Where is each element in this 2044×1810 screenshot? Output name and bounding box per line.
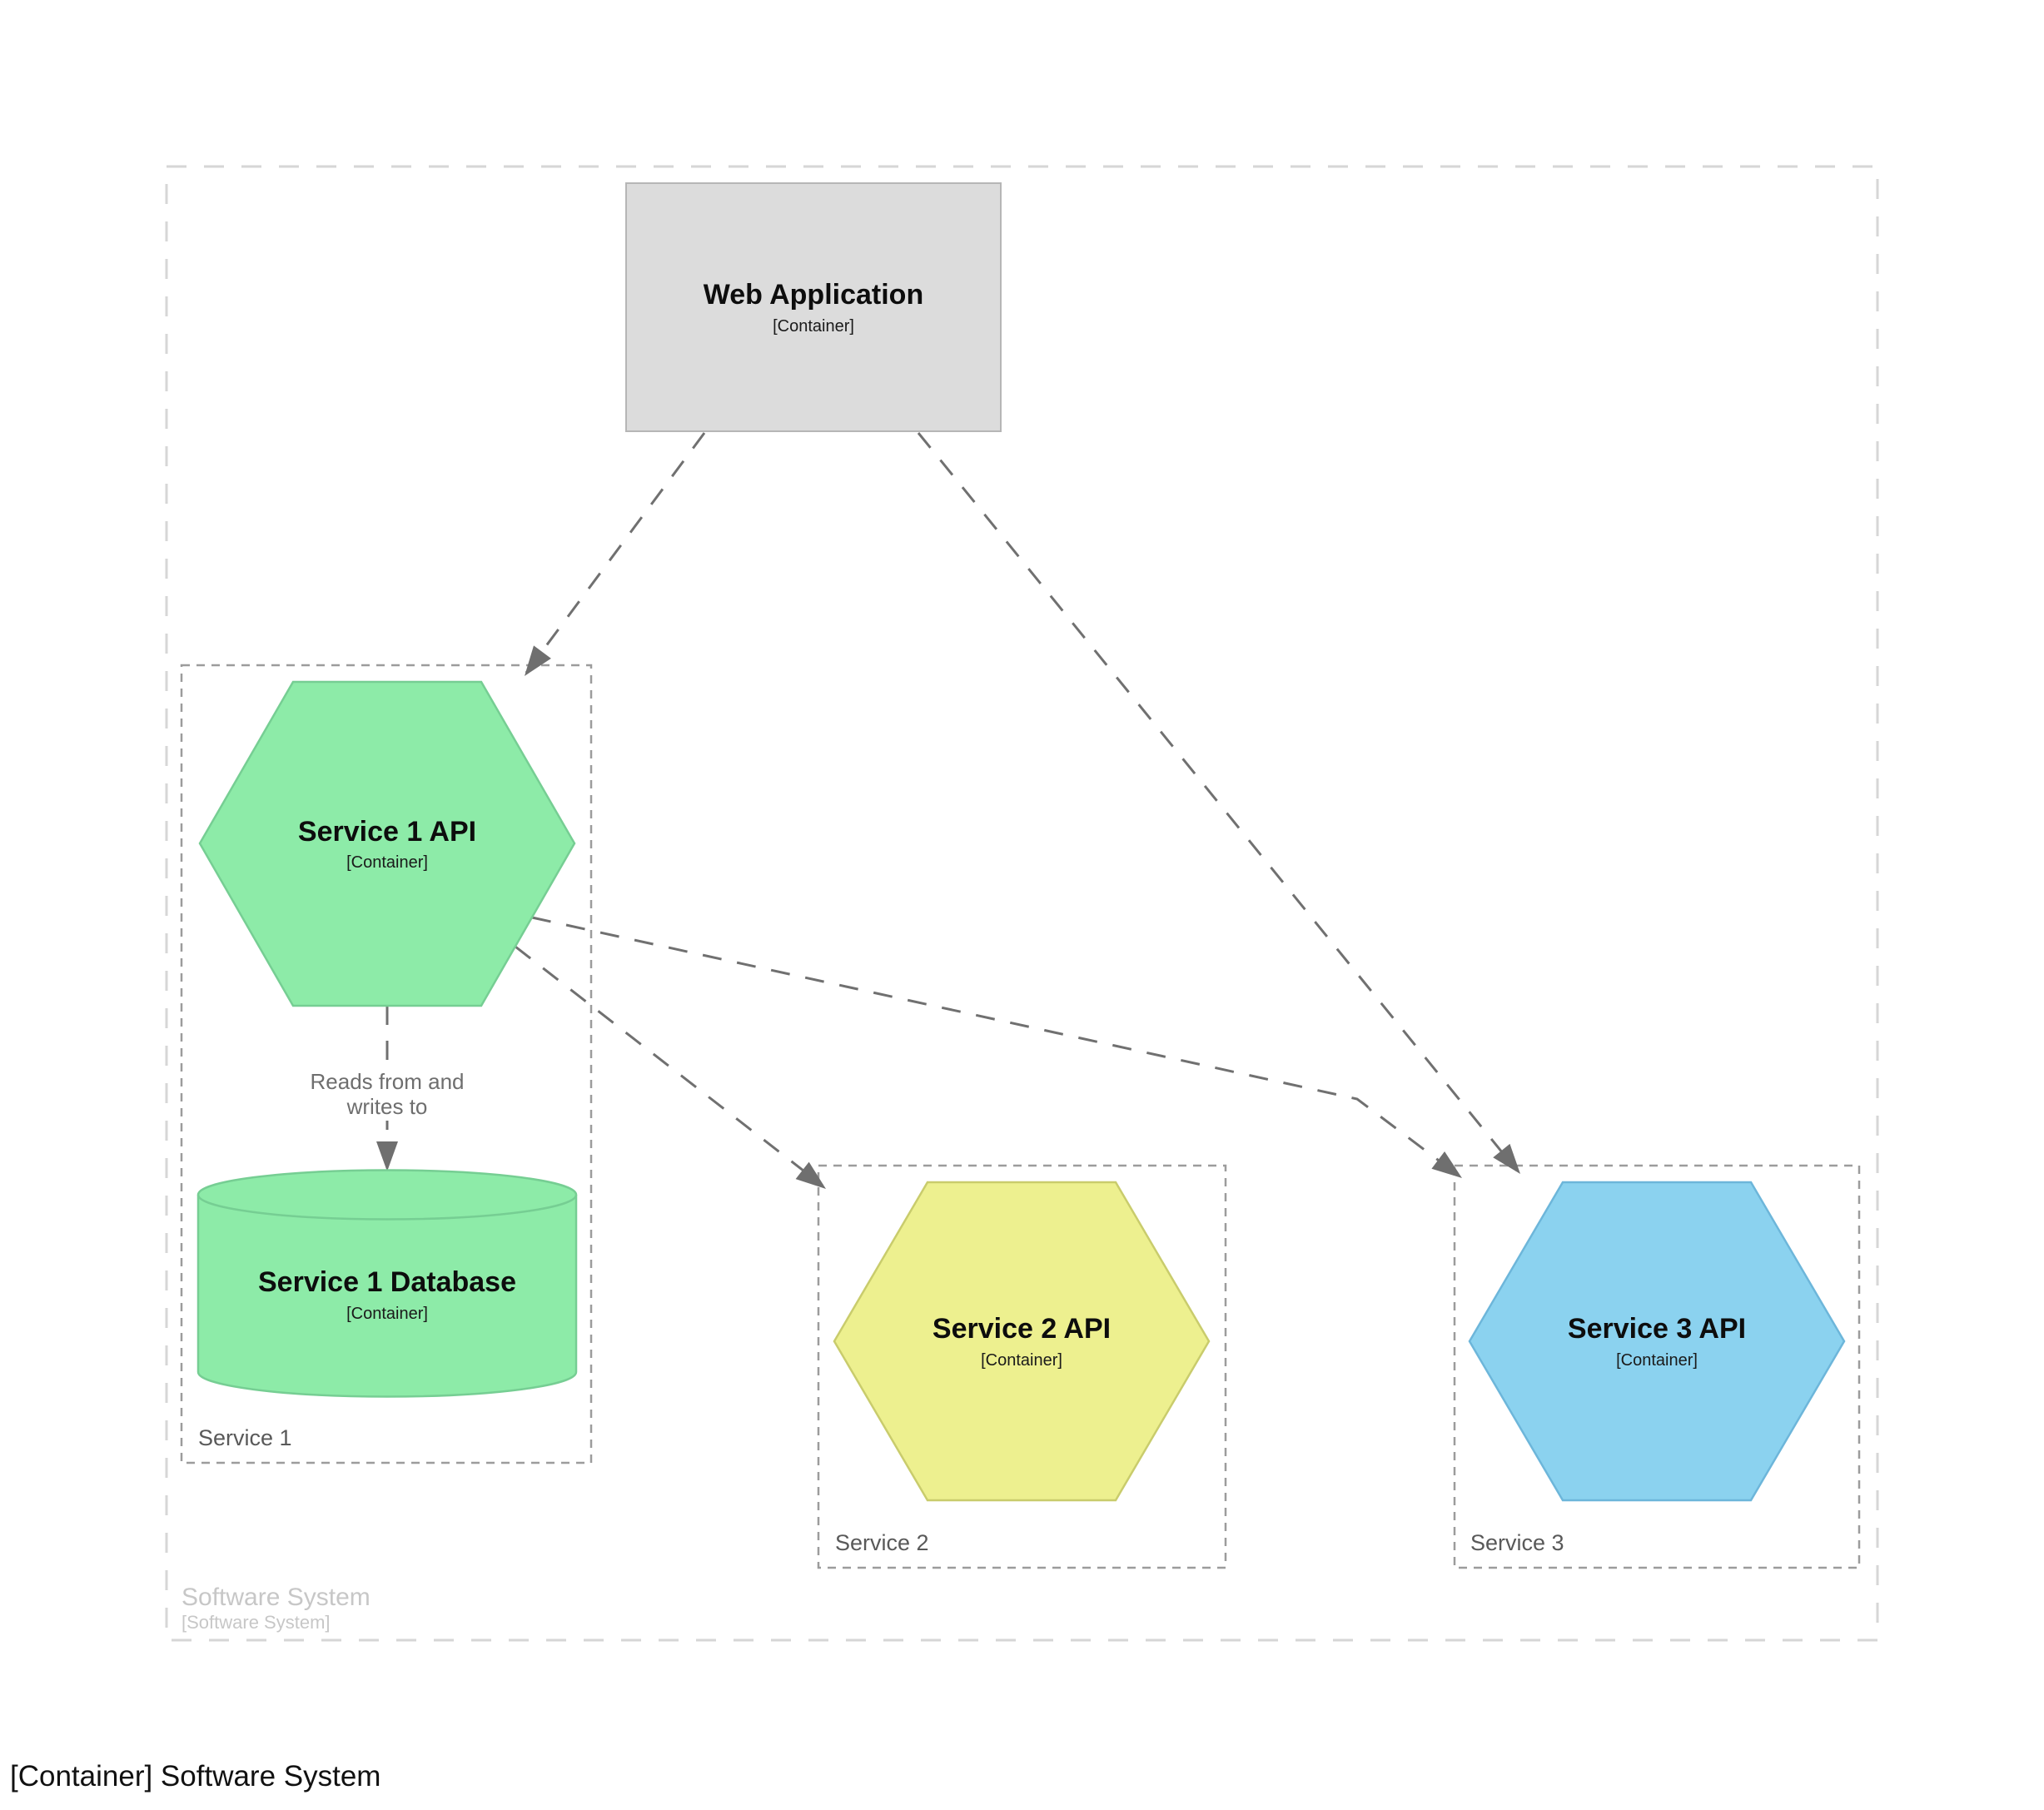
relationship-service1api-to-service3api [531, 916, 1462, 1178]
software-system-boundary-box [165, 165, 1879, 1642]
group-box-service-3 [1453, 1164, 1861, 1569]
relationship-label-reads-writes: Reads from and writes to [296, 1068, 478, 1121]
node-service-1-api[interactable] [198, 680, 576, 1007]
group-box-service-1 [180, 664, 593, 1464]
relationship-service1api-to-service2api [515, 945, 826, 1189]
boundary-title: Software System [182, 1584, 371, 1611]
node-web-application[interactable] [625, 182, 1002, 432]
group-label-service-1: Service 1 [198, 1425, 292, 1450]
group-label-service-2: Service 2 [835, 1530, 929, 1555]
node-service-3-api[interactable] [1468, 1181, 1846, 1502]
relationship-webapp-to-service1api [525, 432, 706, 676]
group-label-service-3: Service 3 [1470, 1530, 1564, 1555]
boundary-subtitle: [Software System] [182, 1612, 331, 1633]
relationship-webapp-to-service3api [917, 432, 1520, 1174]
diagram-caption: [Container] Software System [10, 1760, 381, 1793]
node-service-1-database[interactable] [196, 1169, 578, 1398]
node-service-2-api[interactable] [833, 1181, 1211, 1502]
software-system-boundary-label: Software System [Software System] [182, 1584, 371, 1633]
